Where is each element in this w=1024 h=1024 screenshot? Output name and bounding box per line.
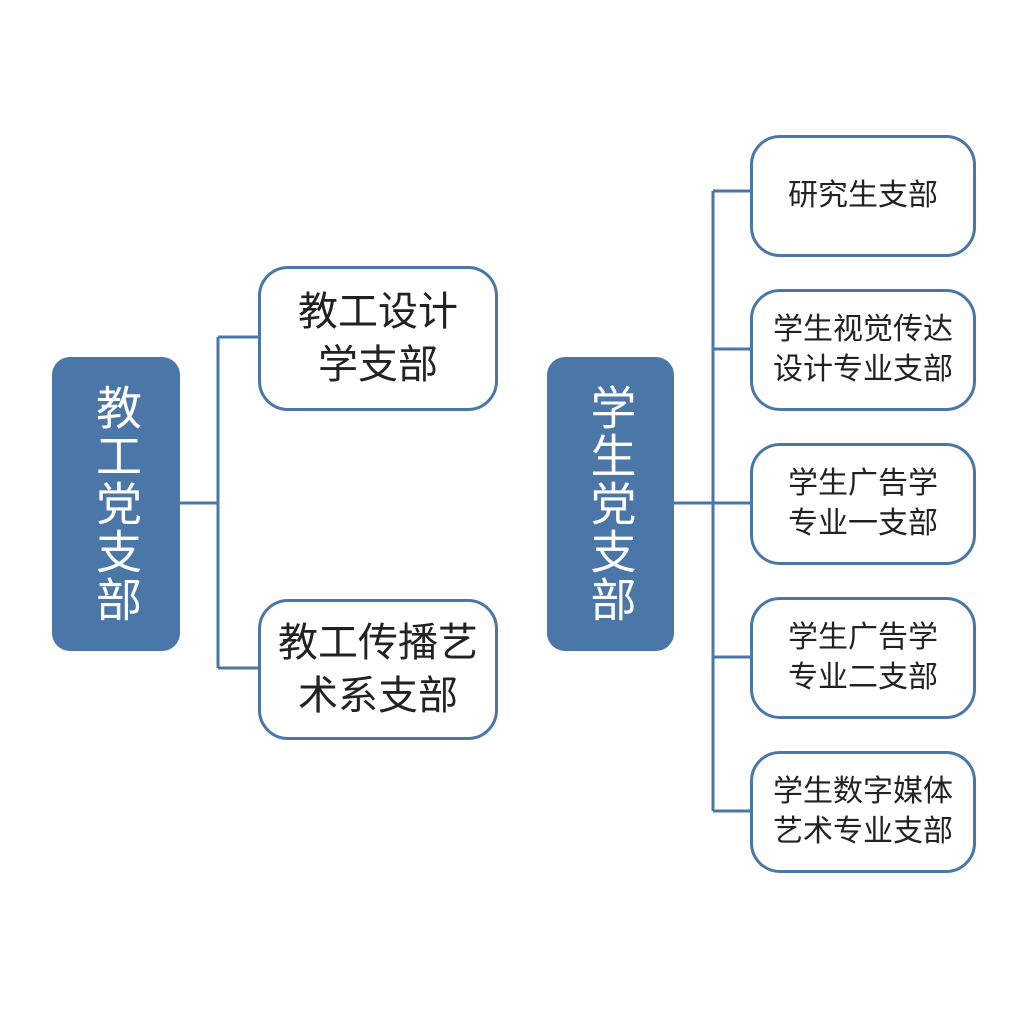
branch-node-label-line: 艺术专业支部 [773, 814, 953, 849]
branch-node: 学生广告学 专业一支部 [750, 443, 976, 565]
branch-node-label: 研究生支部 [788, 176, 938, 216]
branch-node: 学生数字媒体 艺术专业支部 [750, 751, 976, 873]
branch-node: 学生广告学 专业二支部 [750, 597, 976, 719]
branch-node-label-line: 教工设计 [298, 288, 458, 335]
branch-node-label: 学生广告学 专业一支部 [788, 464, 938, 543]
branch-node: 教工设计 学支部 [258, 266, 498, 411]
branch-node-label-line: 术系支部 [298, 672, 458, 719]
branch-node-label-line: 教工传播艺 [278, 619, 478, 666]
branch-node-label: 学生数字媒体 艺术专业支部 [773, 772, 953, 851]
branch-node-label: 学生视觉传达 设计专业支部 [773, 310, 953, 389]
root-node-label: 学生党支部 [583, 384, 638, 624]
branch-node: 学生视觉传达 设计专业支部 [750, 289, 976, 411]
branch-node-label-line: 设计专业支部 [773, 352, 953, 387]
branch-node-label-line: 学生广告学 [788, 620, 938, 656]
branch-node: 研究生支部 [750, 135, 976, 257]
root-node-faculty: 教工党支部 [52, 357, 180, 651]
branch-node-label: 教工传播艺 术系支部 [278, 617, 478, 723]
branch-node-label: 学生广告学 专业二支部 [788, 618, 938, 697]
branch-node-label-line: 学生视觉传达 [773, 312, 953, 348]
branch-node-label-line: 专业一支部 [788, 506, 938, 541]
branch-node-label: 教工设计 学支部 [298, 286, 458, 392]
root-node-student: 学生党支部 [547, 357, 674, 651]
branch-node-label-line: 专业二支部 [788, 660, 938, 695]
branch-node-label-line: 研究生支部 [788, 178, 938, 214]
branch-node-label-line: 学生广告学 [788, 466, 938, 502]
branch-node: 教工传播艺 术系支部 [258, 599, 498, 740]
root-node-label: 教工党支部 [89, 384, 143, 624]
branch-node-label-line: 学支部 [318, 341, 438, 388]
branch-node-label-line: 学生数字媒体 [773, 774, 953, 810]
